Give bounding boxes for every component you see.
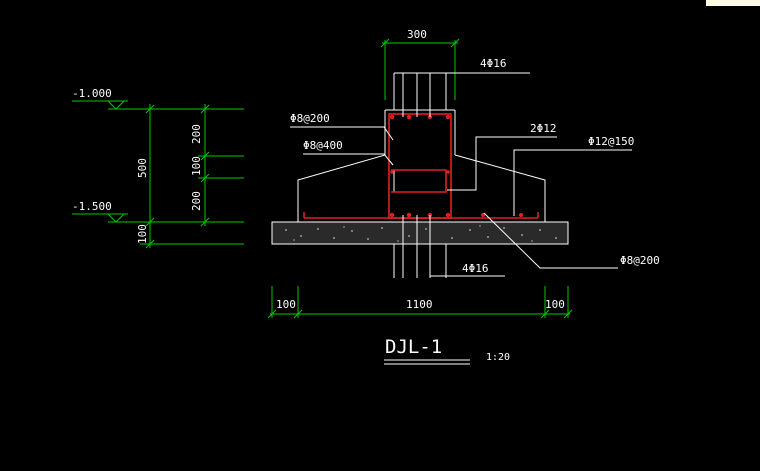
drawing-title: DJL-1 [385,336,442,358]
pad-aggregate [285,225,557,242]
rebar [303,113,539,219]
elevation-bottom-label: -1.500 [72,200,112,213]
drawing-scale: 1:20 [486,352,510,363]
callout-top-bars: 4Φ16 [480,57,507,70]
rebar-dots [389,114,523,218]
concrete-pad [271,221,569,245]
vertical-dimension-lines [140,104,244,249]
dim-top-width-300: 300 [407,28,427,41]
bottom-dimensions [267,286,573,319]
corner-swatch [706,0,760,6]
callout-bottom-mesh: Φ12@150 [588,135,634,148]
dim-overall-500: 500 [136,158,149,178]
callout-stirrup-a: Φ8@200 [290,112,330,125]
dim-base-1100: 1100 [406,298,433,311]
dim-right-edge-100: 100 [545,298,565,311]
top-dimension [380,38,460,100]
elevation-top-label: -1.000 [72,87,112,100]
title-underline [384,359,470,365]
dim-seg-top-200: 200 [190,124,203,144]
column-bars [402,73,431,278]
callout-waist-bars: 2Φ12 [530,122,557,135]
elevation-marks [72,100,244,223]
callout-distribution: Φ8@200 [620,254,660,267]
dim-seg-bot-200: 200 [190,191,203,211]
callout-stirrup-b: Φ8@400 [303,139,343,152]
dim-left-edge-100: 100 [276,298,296,311]
section-outline [297,72,546,278]
leader-lines [290,72,632,277]
dim-seg-mid-100: 100 [190,156,203,176]
dim-pad-100: 100 [136,224,149,244]
callout-bottom-bars: 4Φ16 [462,262,489,275]
